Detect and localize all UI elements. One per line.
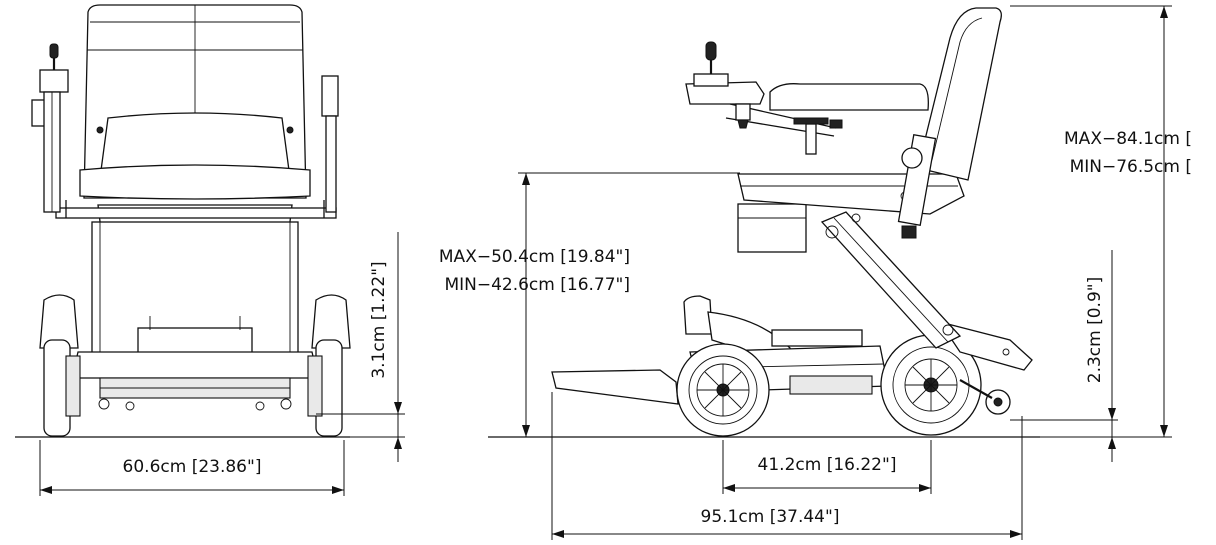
seat-height-min-label: MIN−42.6cm [16.77"] [444,275,630,295]
overall-height-max-label: MAX−84.1cm [ [1064,129,1192,149]
side-armrest [685,81,765,105]
front-clearance-dimension: 3.1cm [1.22"] [316,232,405,462]
side-joystick [693,41,729,87]
side-rear-wheel [880,334,982,436]
side-footplate [551,369,679,405]
length-label: 95.1cm [37.44"] [701,507,840,527]
front-armrest-bar [55,207,337,219]
wheelbase-dimension: 41.2cm [16.22"] [722,440,932,494]
front-seat [79,164,311,200]
front-left-fender [39,294,79,349]
overall-height-dimension: MAX−84.1cm [ MIN−76.5cm [ [1010,5,1192,438]
front-joystick [31,43,69,213]
front-width-dimension: 60.6cm [23.86"] [39,440,345,496]
front-width-label: 60.6cm [23.86"] [123,457,262,477]
front-base-platform [71,351,319,379]
side-seat-cushion [769,83,929,111]
side-rear-bracket [938,320,1033,371]
front-clearance-label: 3.1cm [1.22"] [369,261,389,378]
seat-height-dimension: MAX−50.4cm [19.84"] MIN−42.6cm [16.77"] [439,172,740,437]
front-right-fender [311,294,351,349]
side-battery-box [737,203,807,253]
wheelbase-label: 41.2cm [16.22"] [758,455,897,475]
front-seat-cushion [99,112,291,179]
seat-height-max-label: MAX−50.4cm [19.84"] [439,247,630,267]
side-backrest [917,7,1002,181]
front-view [15,4,351,438]
front-right-arm-pad [321,75,339,117]
rear-clearance-dimension: 2.3cm [0.9"] [1010,250,1118,462]
overall-height-min-label: MIN−76.5cm [ [1070,157,1192,177]
side-front-wheel [676,343,770,437]
length-dimension: 95.1cm [37.44"] [551,392,1023,540]
side-back-support [897,134,937,226]
rear-clearance-label: 2.3cm [0.9"] [1085,277,1105,383]
front-battery [137,327,253,357]
side-view [488,7,1040,438]
